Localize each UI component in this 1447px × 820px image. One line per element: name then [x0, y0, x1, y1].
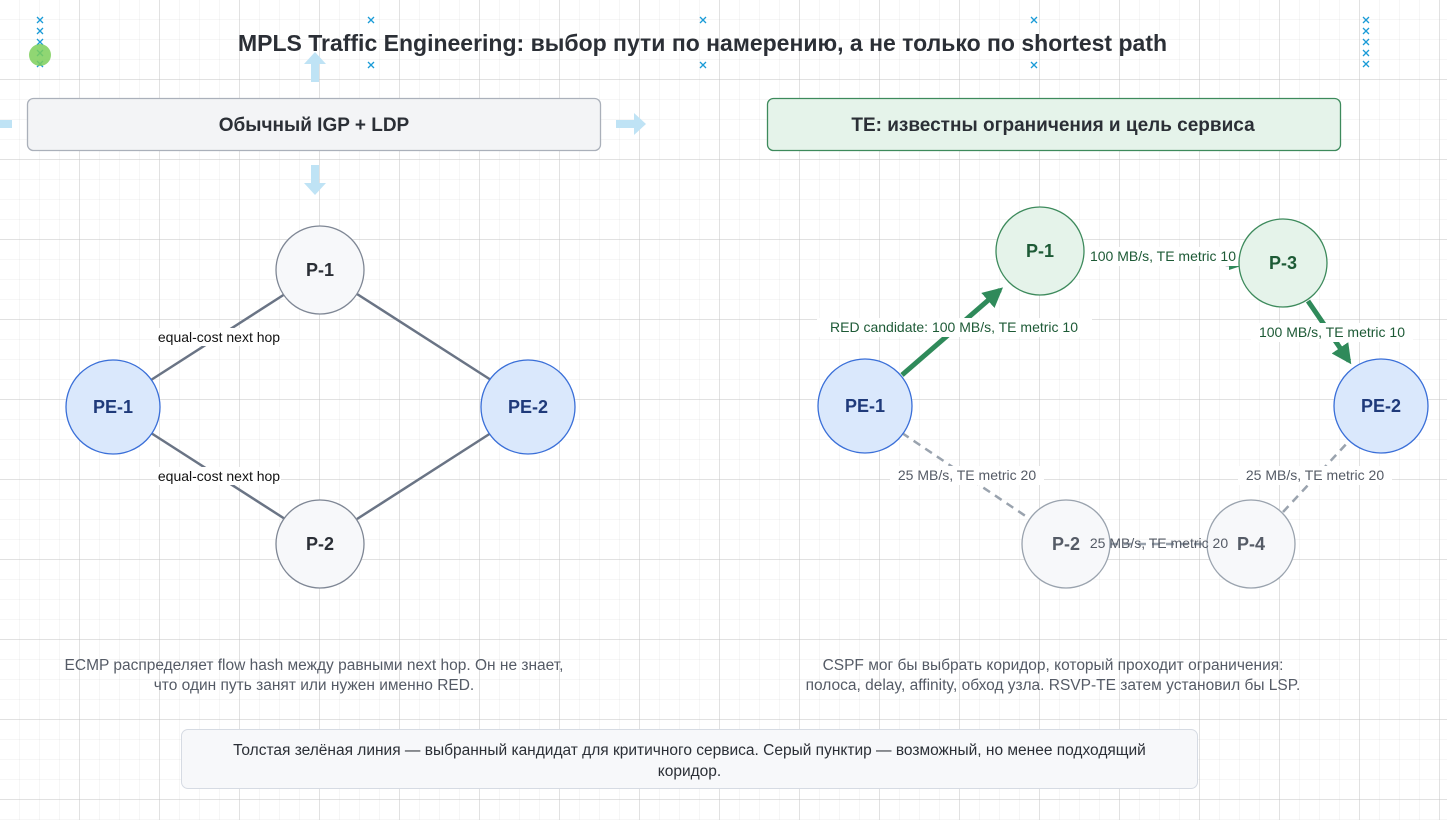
arrow-up-icon[interactable]: [304, 52, 326, 82]
edge-label-pe1-p2: 25 MB/s, TE metric 20: [898, 467, 1036, 483]
arrow-right-icon[interactable]: [616, 113, 646, 135]
right-node-pe1[interactable]: PE-1: [817, 358, 913, 454]
page-title: MPLS Traffic Engineering: выбор пути по …: [237, 30, 1168, 56]
rotate-handle-icon[interactable]: [29, 44, 51, 66]
legend-text: Толстая зелёная линия — выбранный кандид…: [233, 742, 1146, 780]
hover-arrows: [0, 52, 646, 195]
arrow-down-icon[interactable]: [304, 165, 326, 195]
right-node-p4[interactable]: P-4: [1206, 499, 1296, 589]
left-caption: ECMP распределяет flow hash между равным…: [30, 656, 598, 696]
node-label: P-1: [306, 260, 334, 280]
left-links: [150, 292, 492, 521]
edge-label-p2-p4: 25 MB/s, TE metric 20: [1090, 535, 1228, 551]
right-caption-line2: полоса, delay, affinity, обход узла. RSV…: [805, 677, 1301, 694]
edge-label-p3-pe2: 100 MB/s, TE metric 10: [1259, 324, 1405, 340]
edge-label-lower: equal-cost next hop: [158, 468, 280, 484]
edge-label-p2-p4-group: 25 MB/s, TE metric 20: [1090, 535, 1228, 551]
link-p2-pe2[interactable]: [356, 431, 492, 521]
node-label: PE-2: [508, 397, 548, 417]
right-caption-line1: CSPF мог бы выбрать коридор, который про…: [822, 657, 1284, 674]
node-label: P-2: [306, 534, 334, 554]
link-p1-pe2[interactable]: [356, 292, 492, 382]
left-node-pe2[interactable]: PE-2: [480, 359, 576, 455]
edge-label-p1-p3: 100 MB/s, TE metric 10: [1090, 248, 1236, 264]
edge-label-upper: equal-cost next hop: [158, 329, 280, 345]
node-label: P-1: [1026, 241, 1054, 261]
node-label: P-2: [1052, 534, 1080, 554]
left-node-p1[interactable]: P-1: [275, 225, 365, 315]
right-edge-labels: RED candidate: 100 MB/s, TE metric 10 10…: [817, 247, 1413, 485]
node-label: PE-1: [93, 397, 133, 417]
right-node-p2[interactable]: P-2: [1021, 499, 1111, 589]
arrow-left-stub-icon[interactable]: [0, 120, 12, 128]
edge-label-pe1-p1: RED candidate: 100 MB/s, TE metric 10: [830, 319, 1078, 335]
edge-label-p4-pe2: 25 MB/s, TE metric 20: [1246, 467, 1384, 483]
left-caption-line2: что один путь занят или нужен именно RED…: [153, 677, 475, 694]
left-node-p2[interactable]: P-2: [275, 499, 365, 589]
left-edge-labels: equal-cost next hop equal-cost next hop: [157, 328, 281, 485]
selection-handles[interactable]: [29, 16, 1370, 69]
right-node-p1[interactable]: P-1: [995, 206, 1085, 296]
right-node-pe2[interactable]: PE-2: [1333, 358, 1429, 454]
right-panel-header[interactable]: TE: известны ограничения и цель сервиса: [766, 97, 1342, 152]
right-node-p3[interactable]: P-3: [1238, 218, 1328, 308]
node-label: PE-2: [1361, 396, 1401, 416]
node-label: PE-1: [845, 396, 885, 416]
left-caption-line1: ECMP распределяет flow hash между равным…: [64, 657, 564, 674]
node-label: P-3: [1269, 253, 1297, 273]
right-panel-title: TE: известны ограничения и цель сервиса: [851, 115, 1255, 136]
legend-note[interactable]: Толстая зелёная линия — выбранный кандид…: [181, 729, 1198, 789]
right-caption: CSPF мог бы выбрать коридор, который про…: [760, 656, 1346, 696]
left-node-pe1[interactable]: PE-1: [65, 359, 161, 455]
left-panel-header[interactable]: Обычный IGP + LDP: [26, 97, 602, 152]
left-panel-title: Обычный IGP + LDP: [219, 115, 410, 136]
node-label: P-4: [1237, 534, 1265, 554]
